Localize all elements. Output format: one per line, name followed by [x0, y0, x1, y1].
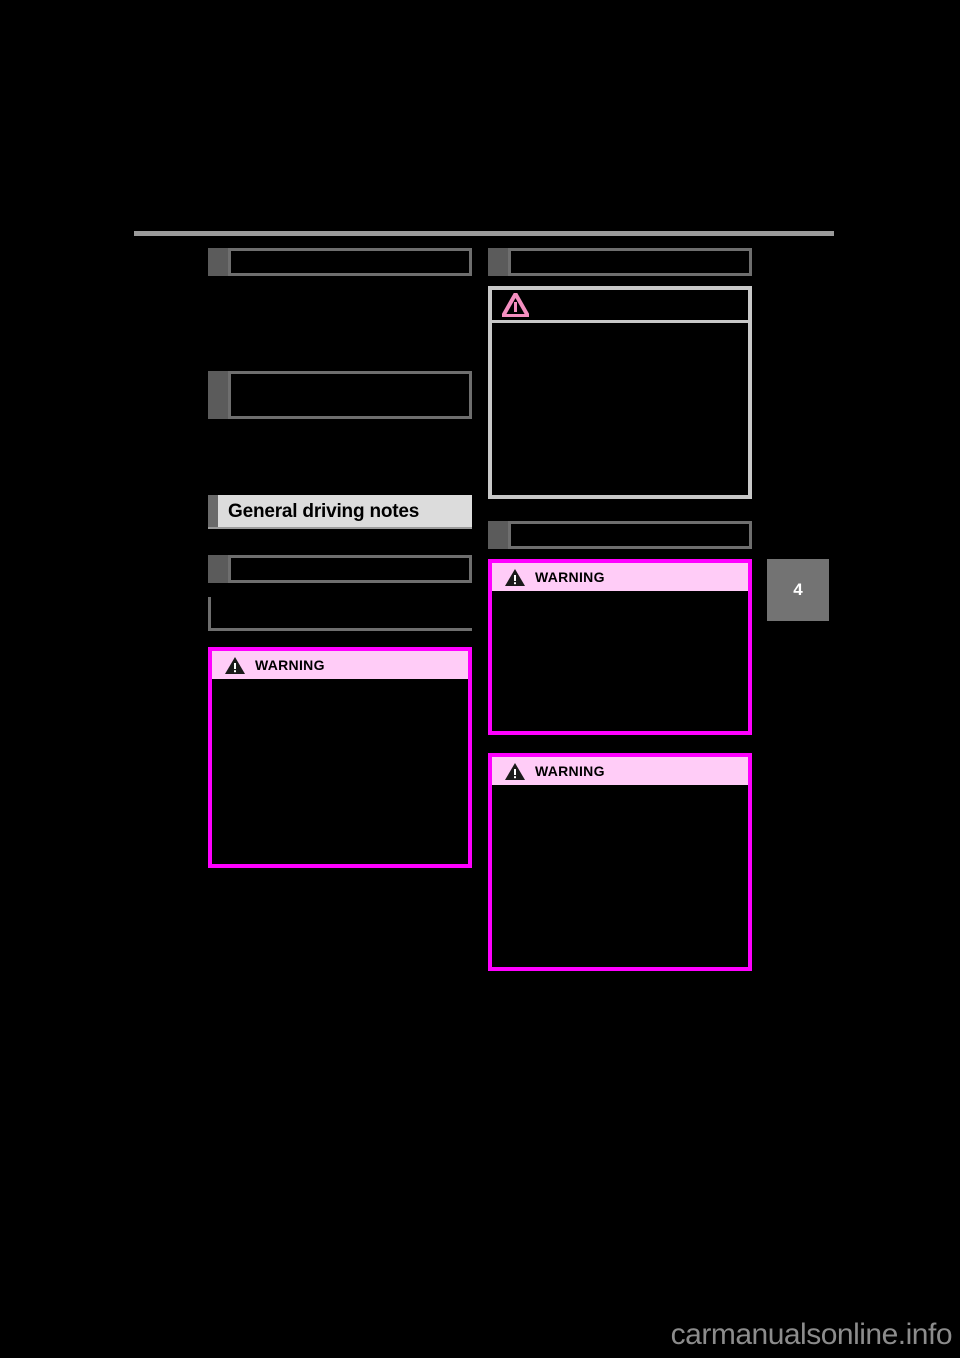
warning-label: WARNING [535, 569, 605, 585]
warning-body [212, 679, 468, 864]
notice-header [492, 290, 748, 323]
warning-triangle-icon [504, 568, 526, 587]
spacer [208, 631, 472, 647]
chapter-tab-4[interactable]: 4 [767, 559, 829, 621]
redacted-body-2 [208, 419, 472, 495]
header-tab-marker [488, 248, 508, 276]
header-tab-marker [208, 555, 228, 583]
spacer [208, 583, 472, 597]
warning-box-right-2: WARNING [488, 753, 752, 971]
site-watermark: carmanualsonline.info [670, 1318, 953, 1351]
header-redacted-text [228, 555, 472, 583]
page-top-rule [134, 231, 834, 236]
warning-triangle-icon [504, 762, 526, 781]
subsection-header-5 [488, 521, 752, 549]
warning-label: WARNING [535, 763, 605, 779]
subsection-header-4 [488, 248, 752, 276]
warning-box-left-1: WARNING [208, 647, 472, 868]
subsection-header-2 [208, 371, 472, 419]
header-redacted-text [228, 371, 472, 419]
header-tab-marker [488, 521, 508, 549]
redacted-body-1 [208, 276, 472, 371]
section-title-label: General driving notes [228, 500, 420, 522]
subsection-header-3 [208, 555, 472, 583]
warning-body [492, 591, 748, 731]
section-title-marker [208, 495, 218, 527]
notice-triangle-icon [502, 293, 529, 317]
warning-body [492, 785, 748, 967]
header-redacted-text [228, 248, 472, 276]
section-title-general-driving-notes: General driving notes [208, 495, 472, 529]
warning-header: WARNING [492, 757, 748, 785]
warning-box-right-1: WARNING [488, 559, 752, 735]
left-column: General driving notes WARNING [208, 248, 472, 868]
header-tab-marker [208, 371, 228, 419]
spacer [488, 735, 752, 753]
warning-header: WARNING [212, 651, 468, 679]
spacer [488, 276, 752, 286]
warning-triangle-icon [224, 656, 246, 675]
warning-label: WARNING [255, 657, 325, 673]
spacer [488, 549, 752, 559]
warning-header: WARNING [492, 563, 748, 591]
notice-box-right-1 [488, 286, 752, 499]
spacer [488, 499, 752, 521]
right-column: WARNING WARNING [488, 248, 752, 971]
spacer [208, 529, 472, 555]
header-redacted-text [508, 248, 752, 276]
header-tab-marker [208, 248, 228, 276]
redacted-list-block-1 [208, 597, 472, 631]
subsection-header-1 [208, 248, 472, 276]
notice-body [492, 323, 748, 495]
header-redacted-text [508, 521, 752, 549]
